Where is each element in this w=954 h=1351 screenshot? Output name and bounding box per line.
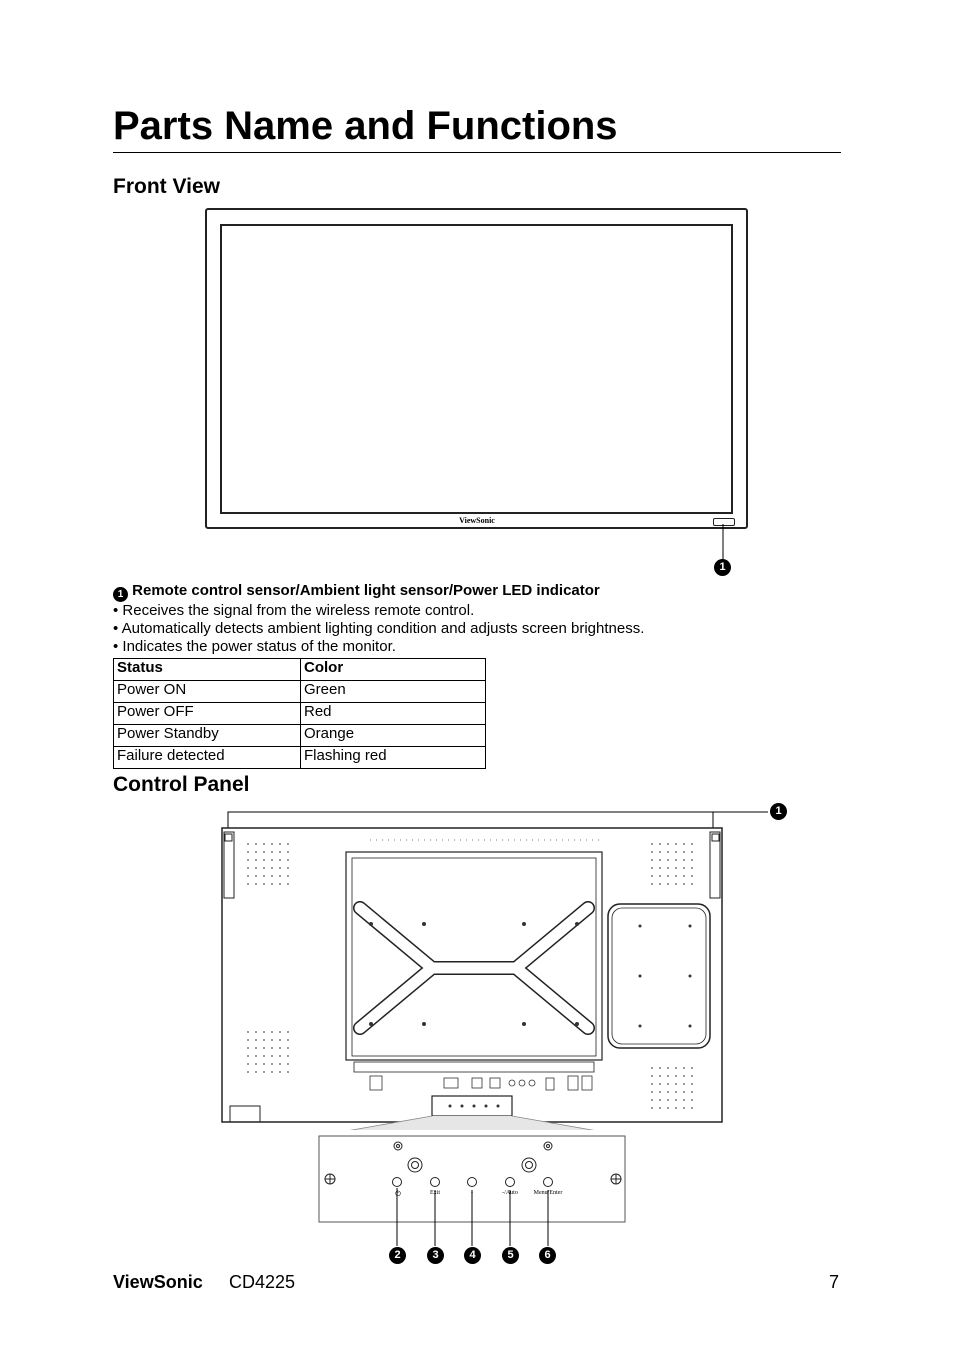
table-cell: Power Standby (113, 724, 301, 747)
monitor-screen (220, 224, 733, 514)
menu-enter-button[interactable] (543, 1177, 553, 1187)
column-header-status: Status (113, 658, 301, 681)
table-cell: Orange (300, 724, 486, 747)
bullet-item: • Automatically detects ambient lighting… (113, 620, 645, 637)
table-cell: Red (300, 702, 486, 725)
exit-button[interactable] (430, 1177, 440, 1187)
callout-4: 4 (464, 1247, 481, 1264)
control-panel-heading: Control Panel (113, 773, 250, 796)
monitor-front-bezel (205, 208, 748, 529)
table-cell: Flashing red (300, 746, 486, 769)
front-callout-leader (722, 524, 724, 560)
power-icon: ⏻ (395, 1190, 401, 1198)
callout-3: 3 (427, 1247, 444, 1264)
remote-sensor-window (713, 518, 735, 526)
front-view-heading: Front View (113, 175, 220, 198)
power-button[interactable] (392, 1177, 402, 1187)
callout-2: 2 (389, 1247, 406, 1264)
table-cell: Green (300, 680, 486, 703)
title-divider (113, 152, 841, 153)
table-cell: Failure detected (113, 746, 301, 769)
column-header-color: Color (300, 658, 486, 681)
auto-button[interactable] (505, 1177, 515, 1187)
footer-brand: ViewSonic (113, 1272, 203, 1292)
callout-6: 6 (539, 1247, 556, 1264)
control-panel-callout-1: 1 (770, 803, 787, 820)
table-row: Power Standby Orange (113, 724, 486, 747)
front-callout-1: 1 (714, 559, 731, 576)
table-cell: Power ON (113, 680, 301, 703)
sensor-heading-text: Remote control sensor/Ambient light sens… (132, 582, 600, 599)
rear-view-illustration (221, 811, 768, 1130)
table-header-row: Status Color (113, 658, 486, 681)
bullet-item: • Receives the signal from the wireless … (113, 602, 475, 619)
table-row: Failure detected Flashing red (113, 746, 486, 769)
callout-5: 5 (502, 1247, 519, 1264)
page-number: 7 (829, 1272, 840, 1292)
table-row: Power ON Green (113, 680, 486, 703)
sensor-description-heading: 1 Remote control sensor/Ambient light se… (113, 582, 853, 602)
power-led-status-table: Status Color Power ON Green Power OFF Re… (113, 658, 486, 769)
sensor-description: 1 Remote control sensor/Ambient light se… (113, 582, 853, 656)
button-callout-leaders (396, 1188, 549, 1246)
bezel-brand-logo: ViewSonic (459, 516, 495, 525)
description-callout-1: 1 (113, 587, 128, 602)
table-row: Power OFF Red (113, 702, 486, 725)
footer-model: CD4225 (229, 1272, 296, 1292)
page-title: Parts Name and Functions (113, 104, 618, 148)
bullet-item: • Indicates the power status of the moni… (113, 638, 396, 655)
table-cell: Power OFF (113, 702, 301, 725)
minus-button[interactable] (467, 1177, 477, 1187)
